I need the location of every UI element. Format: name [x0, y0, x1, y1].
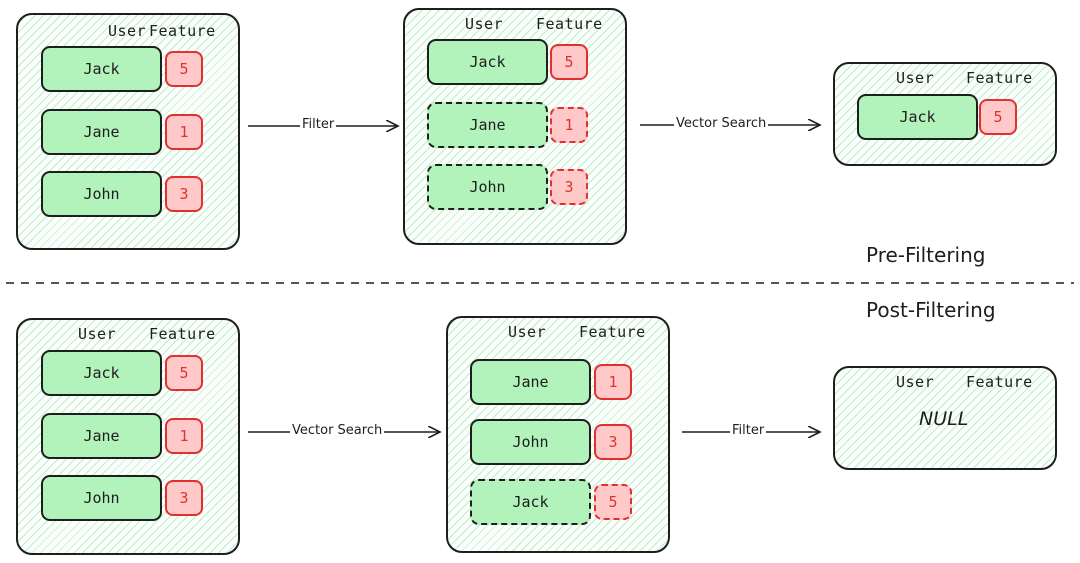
post-result-panel: User Feature NULL	[833, 366, 1057, 470]
user-cell-kept: John	[470, 419, 591, 465]
post-search-panel: User Feature Jane 1 John 3 Jack 5	[446, 316, 670, 553]
pre-filtered-panel: User Feature Jack 5 Jane 1 John 3	[403, 8, 627, 245]
user-cell-removed: John	[427, 164, 548, 210]
feature-cell: 5	[165, 51, 203, 87]
feature-cell-kept: 3	[594, 424, 632, 460]
pre-result-panel: User Feature Jack 5	[833, 62, 1057, 166]
feature-cell-removed: 5	[594, 484, 632, 520]
pre-step1-label: Filter	[300, 117, 337, 132]
user-header: User	[465, 15, 504, 33]
feature-cell: 5	[979, 99, 1017, 135]
feature-header: Feature	[149, 325, 216, 343]
post-input-panel: User Feature Jack 5 Jane 1 John 3	[16, 318, 240, 555]
feature-cell-kept: 1	[594, 364, 632, 400]
feature-header: Feature	[966, 373, 1033, 391]
feature-header: Feature	[966, 69, 1033, 87]
null-result: NULL	[919, 408, 969, 430]
feature-cell: 1	[165, 114, 203, 150]
user-cell-kept: Jane	[470, 359, 591, 405]
user-cell: Jack	[857, 94, 978, 140]
feature-cell-kept: 5	[550, 44, 588, 80]
user-header: User	[896, 373, 935, 391]
user-cell-kept: Jack	[427, 39, 548, 85]
feature-cell: 5	[165, 355, 203, 391]
user-header: User	[108, 22, 147, 40]
pre-input-panel: User Feature Jack 5 Jane 1 John 3	[16, 13, 240, 250]
user-cell-removed: Jane	[427, 102, 548, 148]
user-cell-removed: Jack	[470, 479, 591, 525]
user-cell: John	[41, 475, 162, 521]
user-cell: Jack	[41, 350, 162, 396]
feature-header: Feature	[149, 22, 216, 40]
post-step2-label: Filter	[730, 423, 767, 438]
post-filtering-title: Post-Filtering	[866, 298, 996, 322]
feature-cell: 1	[165, 418, 203, 454]
feature-cell: 3	[165, 480, 203, 516]
pre-filtering-title: Pre-Filtering	[866, 243, 986, 267]
feature-header: Feature	[536, 15, 603, 33]
feature-header: Feature	[579, 323, 646, 341]
post-step1-label: Vector Search	[290, 423, 385, 438]
pre-step2-label: Vector Search	[674, 116, 769, 131]
user-header: User	[508, 323, 547, 341]
feature-cell-removed: 1	[550, 107, 588, 143]
user-header: User	[896, 69, 935, 87]
user-cell: Jane	[41, 109, 162, 155]
user-cell: Jack	[41, 46, 162, 92]
user-cell: Jane	[41, 413, 162, 459]
user-cell: John	[41, 171, 162, 217]
feature-cell-removed: 3	[550, 169, 588, 205]
feature-cell: 3	[165, 176, 203, 212]
user-header: User	[78, 325, 117, 343]
